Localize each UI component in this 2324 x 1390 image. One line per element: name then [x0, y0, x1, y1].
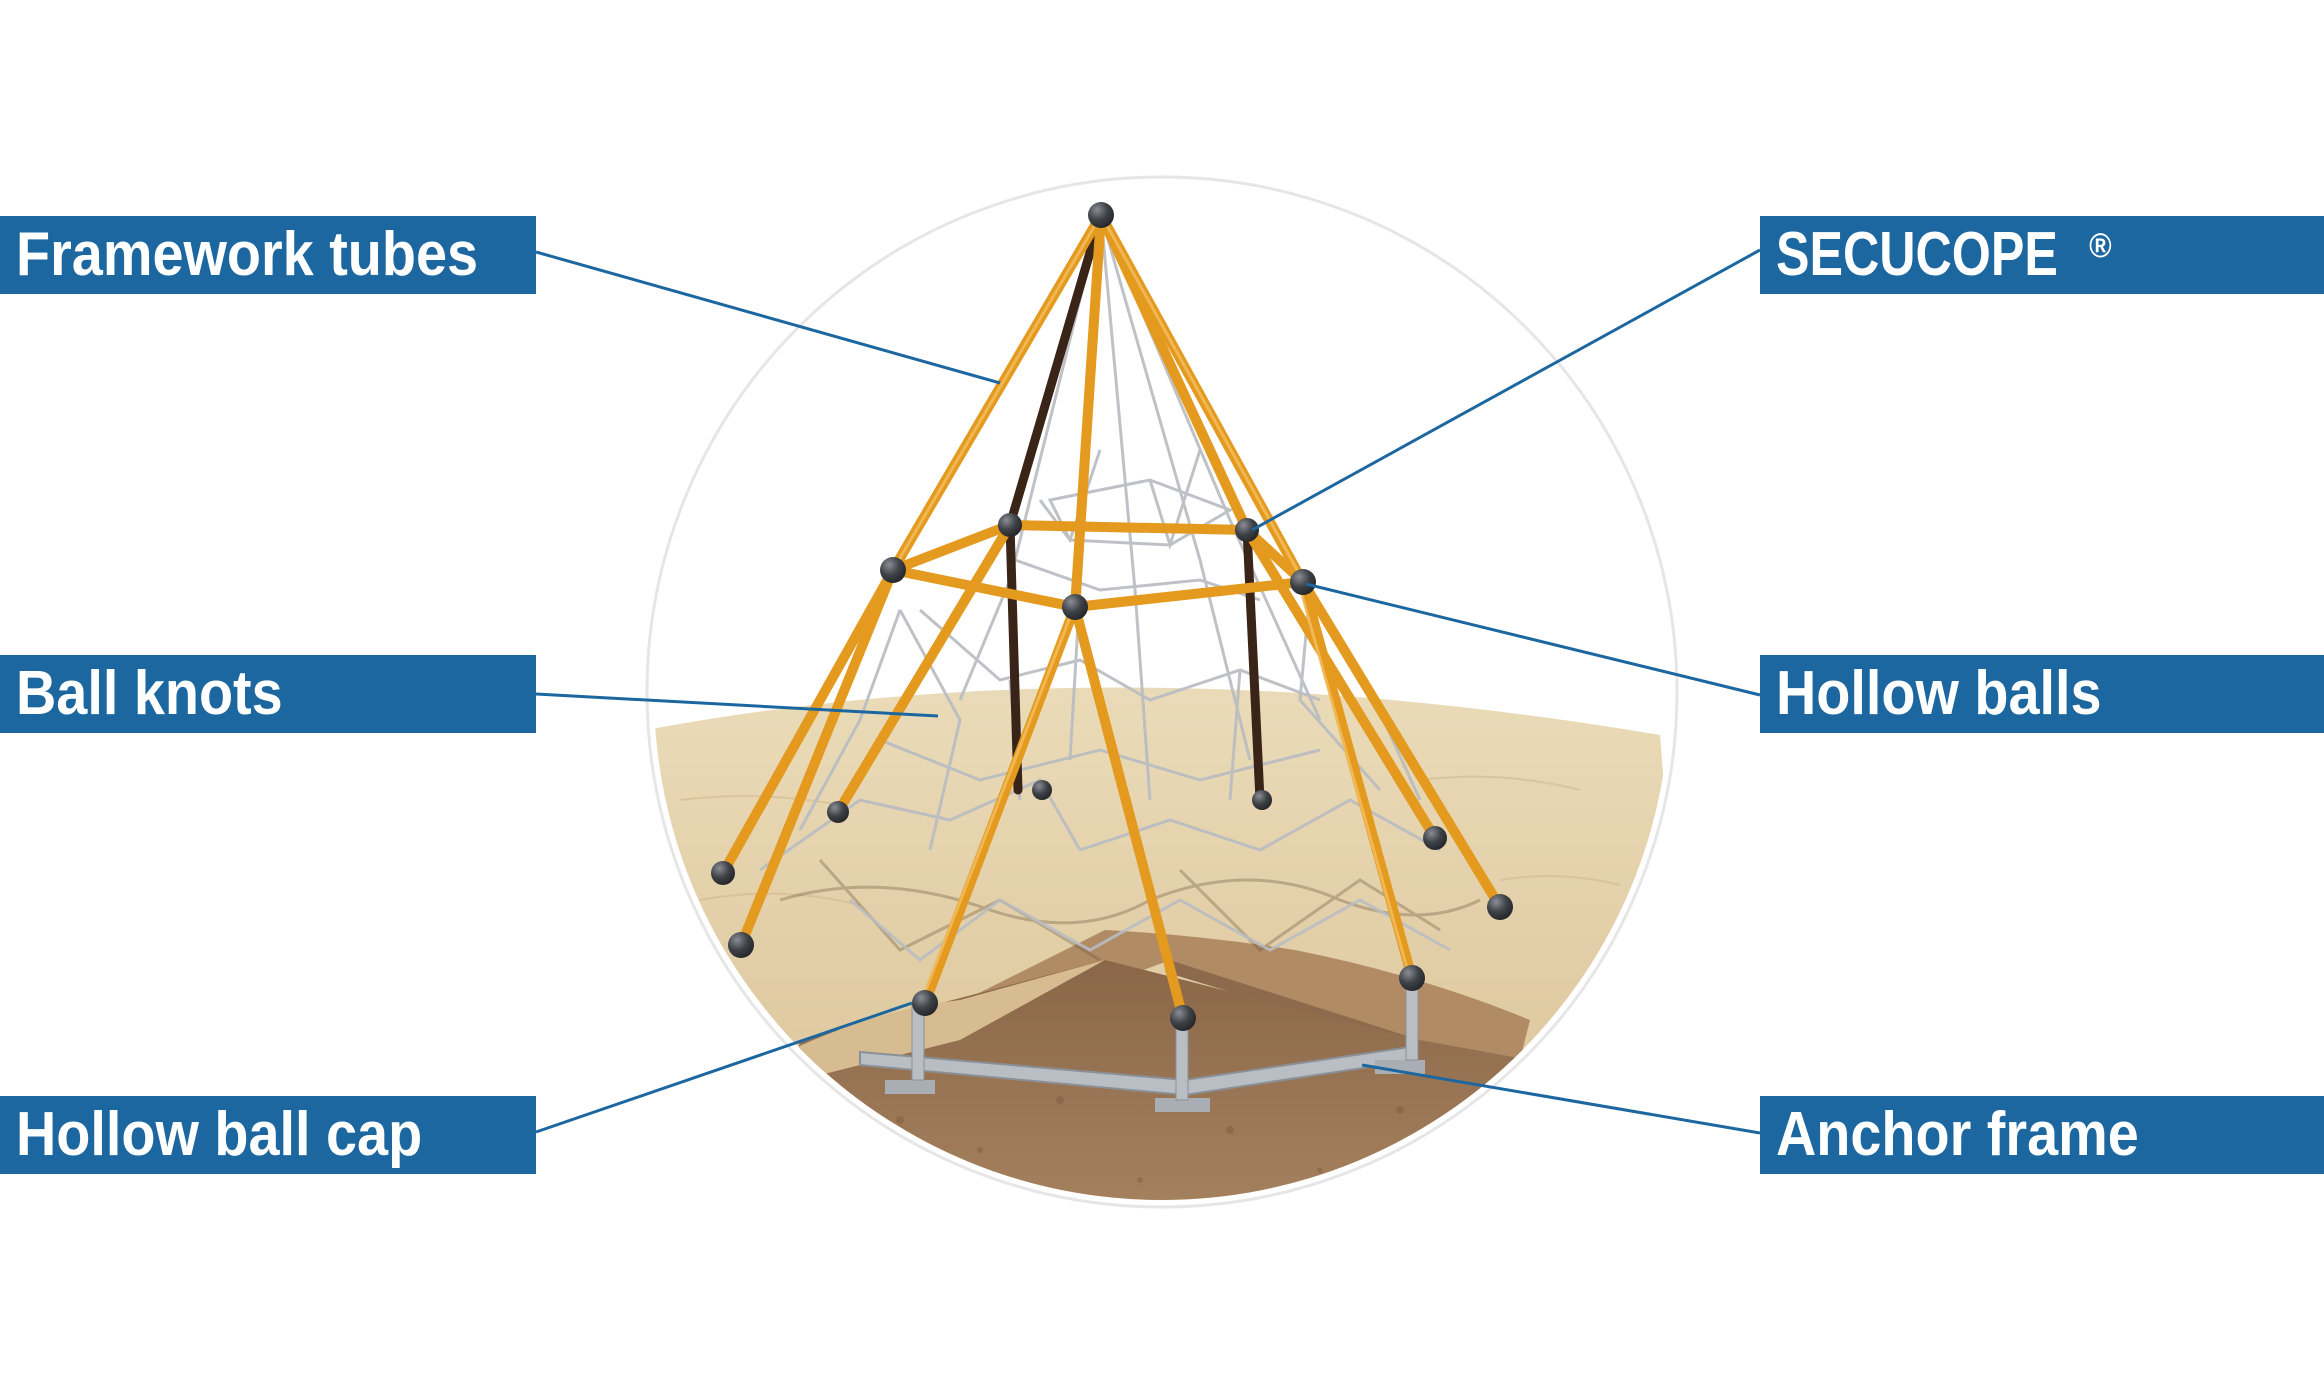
- registered-trademark-mark: ®: [2089, 227, 2112, 265]
- label-secucope-text: SECUCOPE: [1776, 220, 2058, 289]
- label-framework-tubes: Framework tubes: [0, 216, 536, 294]
- label-hollow-ball-cap: Hollow ball cap: [0, 1096, 536, 1174]
- scene-circle-outline: [645, 175, 1679, 1209]
- label-ball-knots-text: Ball knots: [16, 659, 283, 728]
- framework-tubes-graphic: [718, 210, 1505, 1023]
- label-secucope: SECUCOPE ®: [1760, 216, 2324, 294]
- hollow-balls-graphic: [711, 202, 1513, 1031]
- label-anchor-frame-text: Anchor frame: [1776, 1100, 2139, 1169]
- label-hollow-balls: Hollow balls: [1760, 655, 2324, 733]
- ground-scene: [654, 687, 1670, 1200]
- leader-lines: [535, 248, 1761, 1135]
- leader-secucope: [1251, 248, 1761, 532]
- label-hollow-balls-text: Hollow balls: [1776, 659, 2102, 728]
- leader-hollow-ball-cap: [535, 1001, 913, 1134]
- leader-anchor-frame: [1361, 1063, 1761, 1135]
- leader-hollow-balls: [1305, 582, 1761, 697]
- label-framework-tubes-text: Framework tubes: [16, 220, 479, 289]
- label-ball-knots: Ball knots: [0, 655, 536, 733]
- leader-ball-knots: [535, 692, 939, 718]
- label-secucope-text-wrap: SECUCOPE ®: [1776, 216, 2112, 294]
- label-anchor-frame: Anchor frame: [1760, 1096, 2324, 1174]
- label-hollow-ball-cap-text: Hollow ball cap: [16, 1100, 423, 1169]
- leader-framework-tubes: [535, 250, 1001, 385]
